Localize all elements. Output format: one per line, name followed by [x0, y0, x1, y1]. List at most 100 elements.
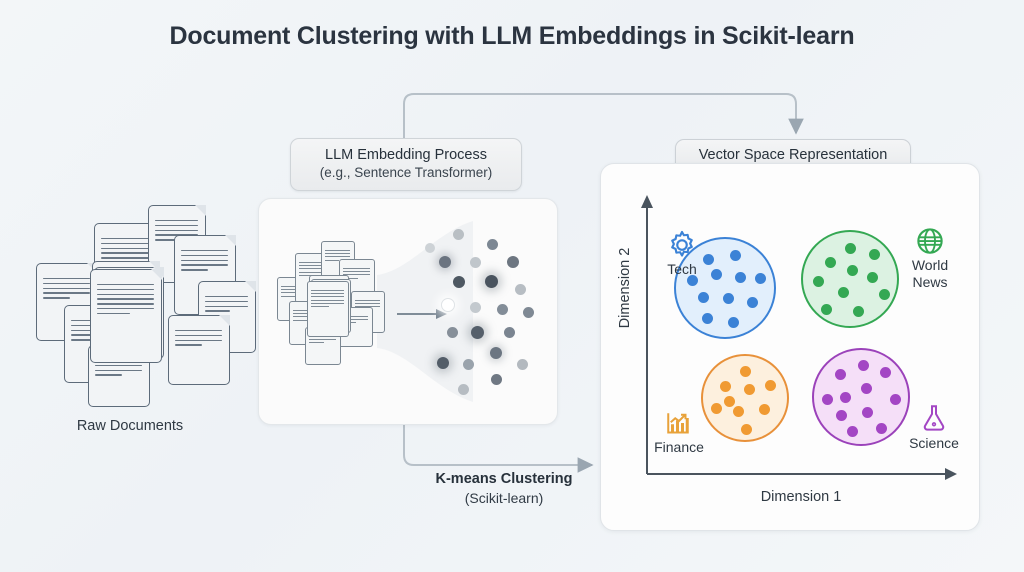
data-point	[869, 249, 880, 260]
vector-dot	[523, 307, 534, 318]
data-point	[703, 254, 714, 265]
kmeans-label-line2: (Scikit-learn)	[464, 490, 544, 506]
cluster-label-world-news: World News	[897, 226, 963, 291]
kmeans-clustering-label: K-means Clustering (Scikit-learn)	[404, 470, 604, 508]
vector-dot	[517, 359, 528, 370]
llm-embedding-label: LLM Embedding Process (e.g., Sentence Tr…	[290, 138, 522, 191]
y-axis-label: Dimension 2	[617, 247, 633, 329]
gear-icon	[671, 230, 693, 257]
data-point	[724, 396, 735, 407]
cluster-name: Finance	[654, 439, 704, 455]
data-point	[735, 272, 746, 283]
page-fold-icon	[245, 281, 256, 292]
document-lines	[343, 268, 370, 281]
data-point	[867, 272, 878, 283]
data-point	[720, 381, 731, 392]
cluster-name: Science	[909, 435, 959, 451]
vector-dot	[453, 229, 464, 240]
data-point	[730, 250, 741, 261]
data-point	[847, 426, 858, 437]
data-point	[836, 410, 847, 421]
data-point	[890, 394, 901, 405]
document-icon	[168, 315, 230, 385]
data-point	[723, 293, 734, 304]
page-fold-icon	[225, 235, 236, 246]
document-icon	[90, 269, 162, 363]
data-point	[747, 297, 758, 308]
vector-dot	[458, 384, 469, 395]
vector-dot	[485, 275, 498, 288]
document-lines	[181, 250, 228, 274]
data-point	[847, 265, 858, 276]
kmeans-label-line1: K-means Clustering	[435, 471, 573, 487]
data-point	[880, 367, 891, 378]
data-point	[835, 369, 846, 380]
data-point	[741, 424, 752, 435]
embedding-input-documents	[277, 239, 397, 384]
cluster-label-science: Science	[899, 402, 969, 452]
vector-dot	[441, 298, 455, 312]
data-point	[822, 394, 833, 405]
vector-dot	[463, 359, 474, 370]
vector-dot	[515, 284, 526, 295]
data-point	[711, 269, 722, 280]
data-point	[879, 289, 890, 300]
vector-dot	[425, 243, 435, 253]
cluster-science	[812, 348, 910, 446]
cluster-name: World News	[911, 257, 949, 290]
cluster-label-tech: Tech	[652, 230, 712, 278]
data-point	[687, 275, 698, 286]
cluster-name: Tech	[667, 261, 697, 277]
data-point	[825, 257, 836, 268]
page-fold-icon	[219, 315, 230, 326]
document-lines	[281, 286, 308, 299]
data-point	[740, 366, 751, 377]
data-point	[840, 392, 851, 403]
page-title: Document Clustering with LLM Embeddings …	[169, 22, 855, 50]
vector-dot	[504, 327, 515, 338]
data-point	[853, 306, 864, 317]
data-point	[821, 304, 832, 315]
data-point	[838, 287, 849, 298]
vector-dot	[491, 374, 502, 385]
data-point	[702, 313, 713, 324]
vector-dot	[471, 326, 484, 339]
page-fold-icon	[149, 261, 160, 272]
vector-dot	[497, 304, 508, 315]
vector-dot	[447, 327, 458, 338]
data-point	[759, 404, 770, 415]
raw-documents-caption: Raw Documents	[76, 418, 184, 434]
data-point	[862, 407, 873, 418]
document-lines	[43, 278, 90, 302]
document-icon	[307, 281, 349, 337]
llm-embedding-label-line2: (e.g., Sentence Transformer)	[319, 165, 493, 180]
document-lines	[309, 336, 336, 346]
vector-dot	[470, 257, 481, 268]
cluster-world-news	[801, 230, 899, 328]
data-point	[876, 423, 887, 434]
data-point	[813, 276, 824, 287]
vector-dot	[437, 357, 449, 369]
document-lines	[293, 310, 320, 323]
vector-space-panel: Dimension 2 Dimension 1 Tech	[600, 163, 980, 531]
data-point	[733, 406, 744, 417]
x-axis-label: Dimension 1	[760, 489, 842, 505]
vector-dot	[487, 239, 498, 250]
flask-icon	[923, 405, 945, 431]
document-lines	[205, 296, 248, 315]
bar-chart-icon	[667, 413, 689, 434]
page-fold-icon	[151, 269, 162, 280]
data-point	[861, 383, 872, 394]
data-point	[728, 317, 739, 328]
axes	[641, 195, 957, 480]
vector-dot	[470, 302, 481, 313]
data-point	[711, 403, 722, 414]
arrow-embedding-to-vectorspace-top	[403, 93, 804, 138]
data-point	[765, 380, 776, 391]
data-point	[858, 360, 869, 371]
cluster-tech	[674, 237, 776, 339]
vector-dot	[507, 256, 519, 268]
vector-dot	[453, 276, 465, 288]
document-lines	[311, 290, 344, 309]
